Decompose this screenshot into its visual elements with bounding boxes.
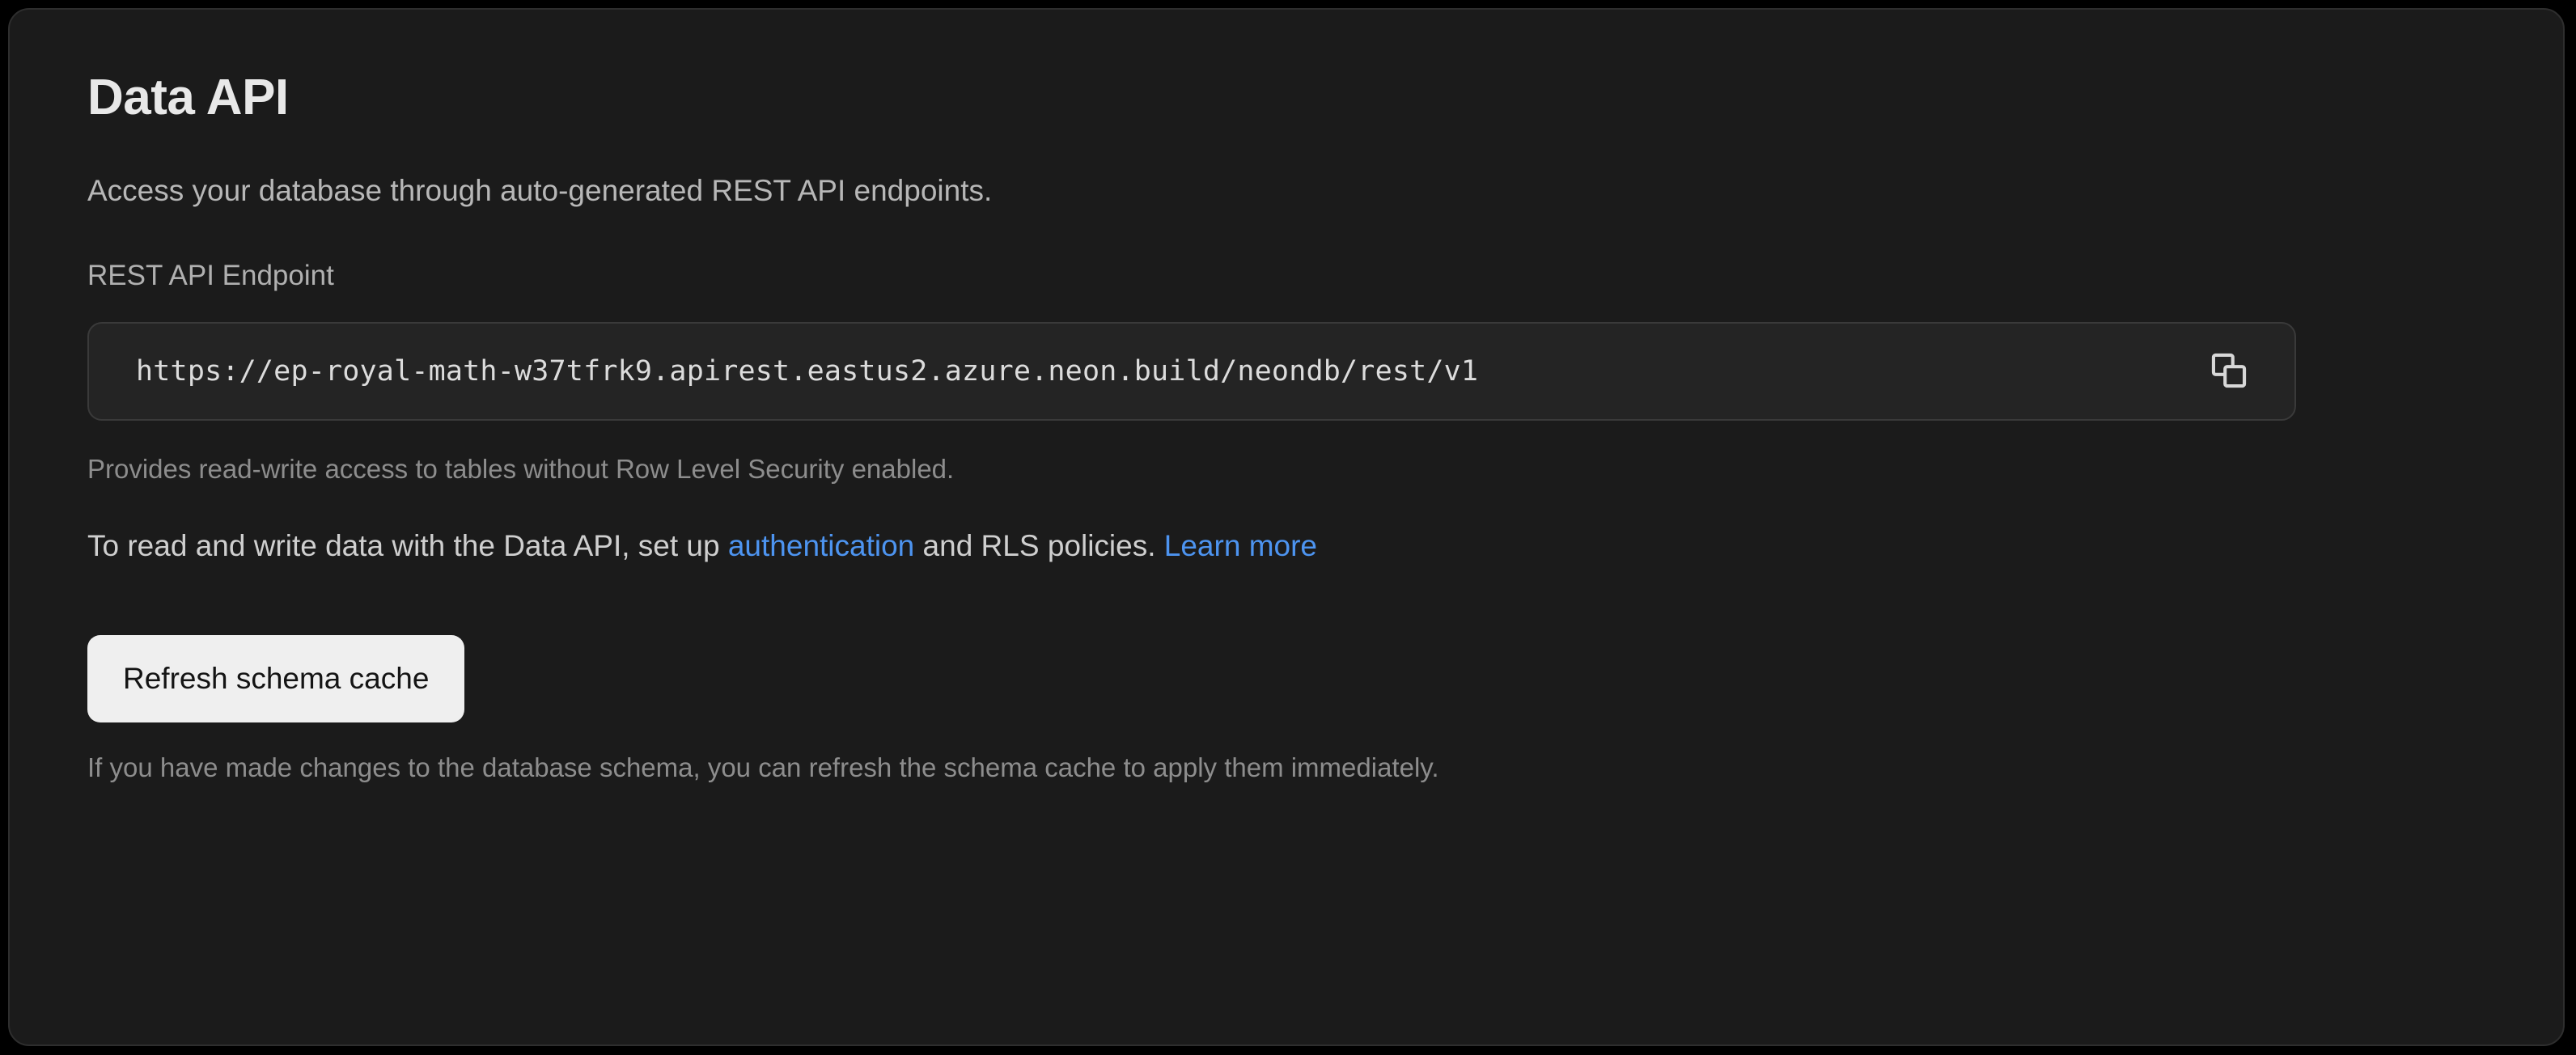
copy-endpoint-button[interactable] [2201, 343, 2257, 400]
rest-api-endpoint-value: https://ep-royal-math-w37tfrk9.apirest.e… [136, 355, 1479, 388]
info-paragraph-prefix: To read and write data with the Data API… [87, 528, 728, 562]
refresh-schema-helper-text: If you have made changes to the database… [87, 752, 1439, 783]
authentication-link[interactable]: authentication [727, 528, 915, 562]
card-subtitle: Access your database through auto-genera… [87, 174, 993, 207]
page-title: Data API [87, 70, 289, 125]
endpoint-helper-text: Provides read-write access to tables wit… [87, 454, 955, 485]
copy-icon [2208, 350, 2250, 394]
rest-api-endpoint-label: REST API Endpoint [87, 260, 334, 292]
info-paragraph-middle: and RLS policies. [914, 528, 1164, 562]
data-api-card: Data API Access your database through au… [8, 8, 2565, 1046]
refresh-schema-cache-button[interactable]: Refresh schema cache [87, 635, 465, 723]
rest-api-endpoint-field[interactable]: https://ep-royal-math-w37tfrk9.apirest.e… [87, 322, 2296, 422]
info-paragraph: To read and write data with the Data API… [87, 528, 2485, 565]
learn-more-link[interactable]: Learn more [1163, 528, 1317, 562]
